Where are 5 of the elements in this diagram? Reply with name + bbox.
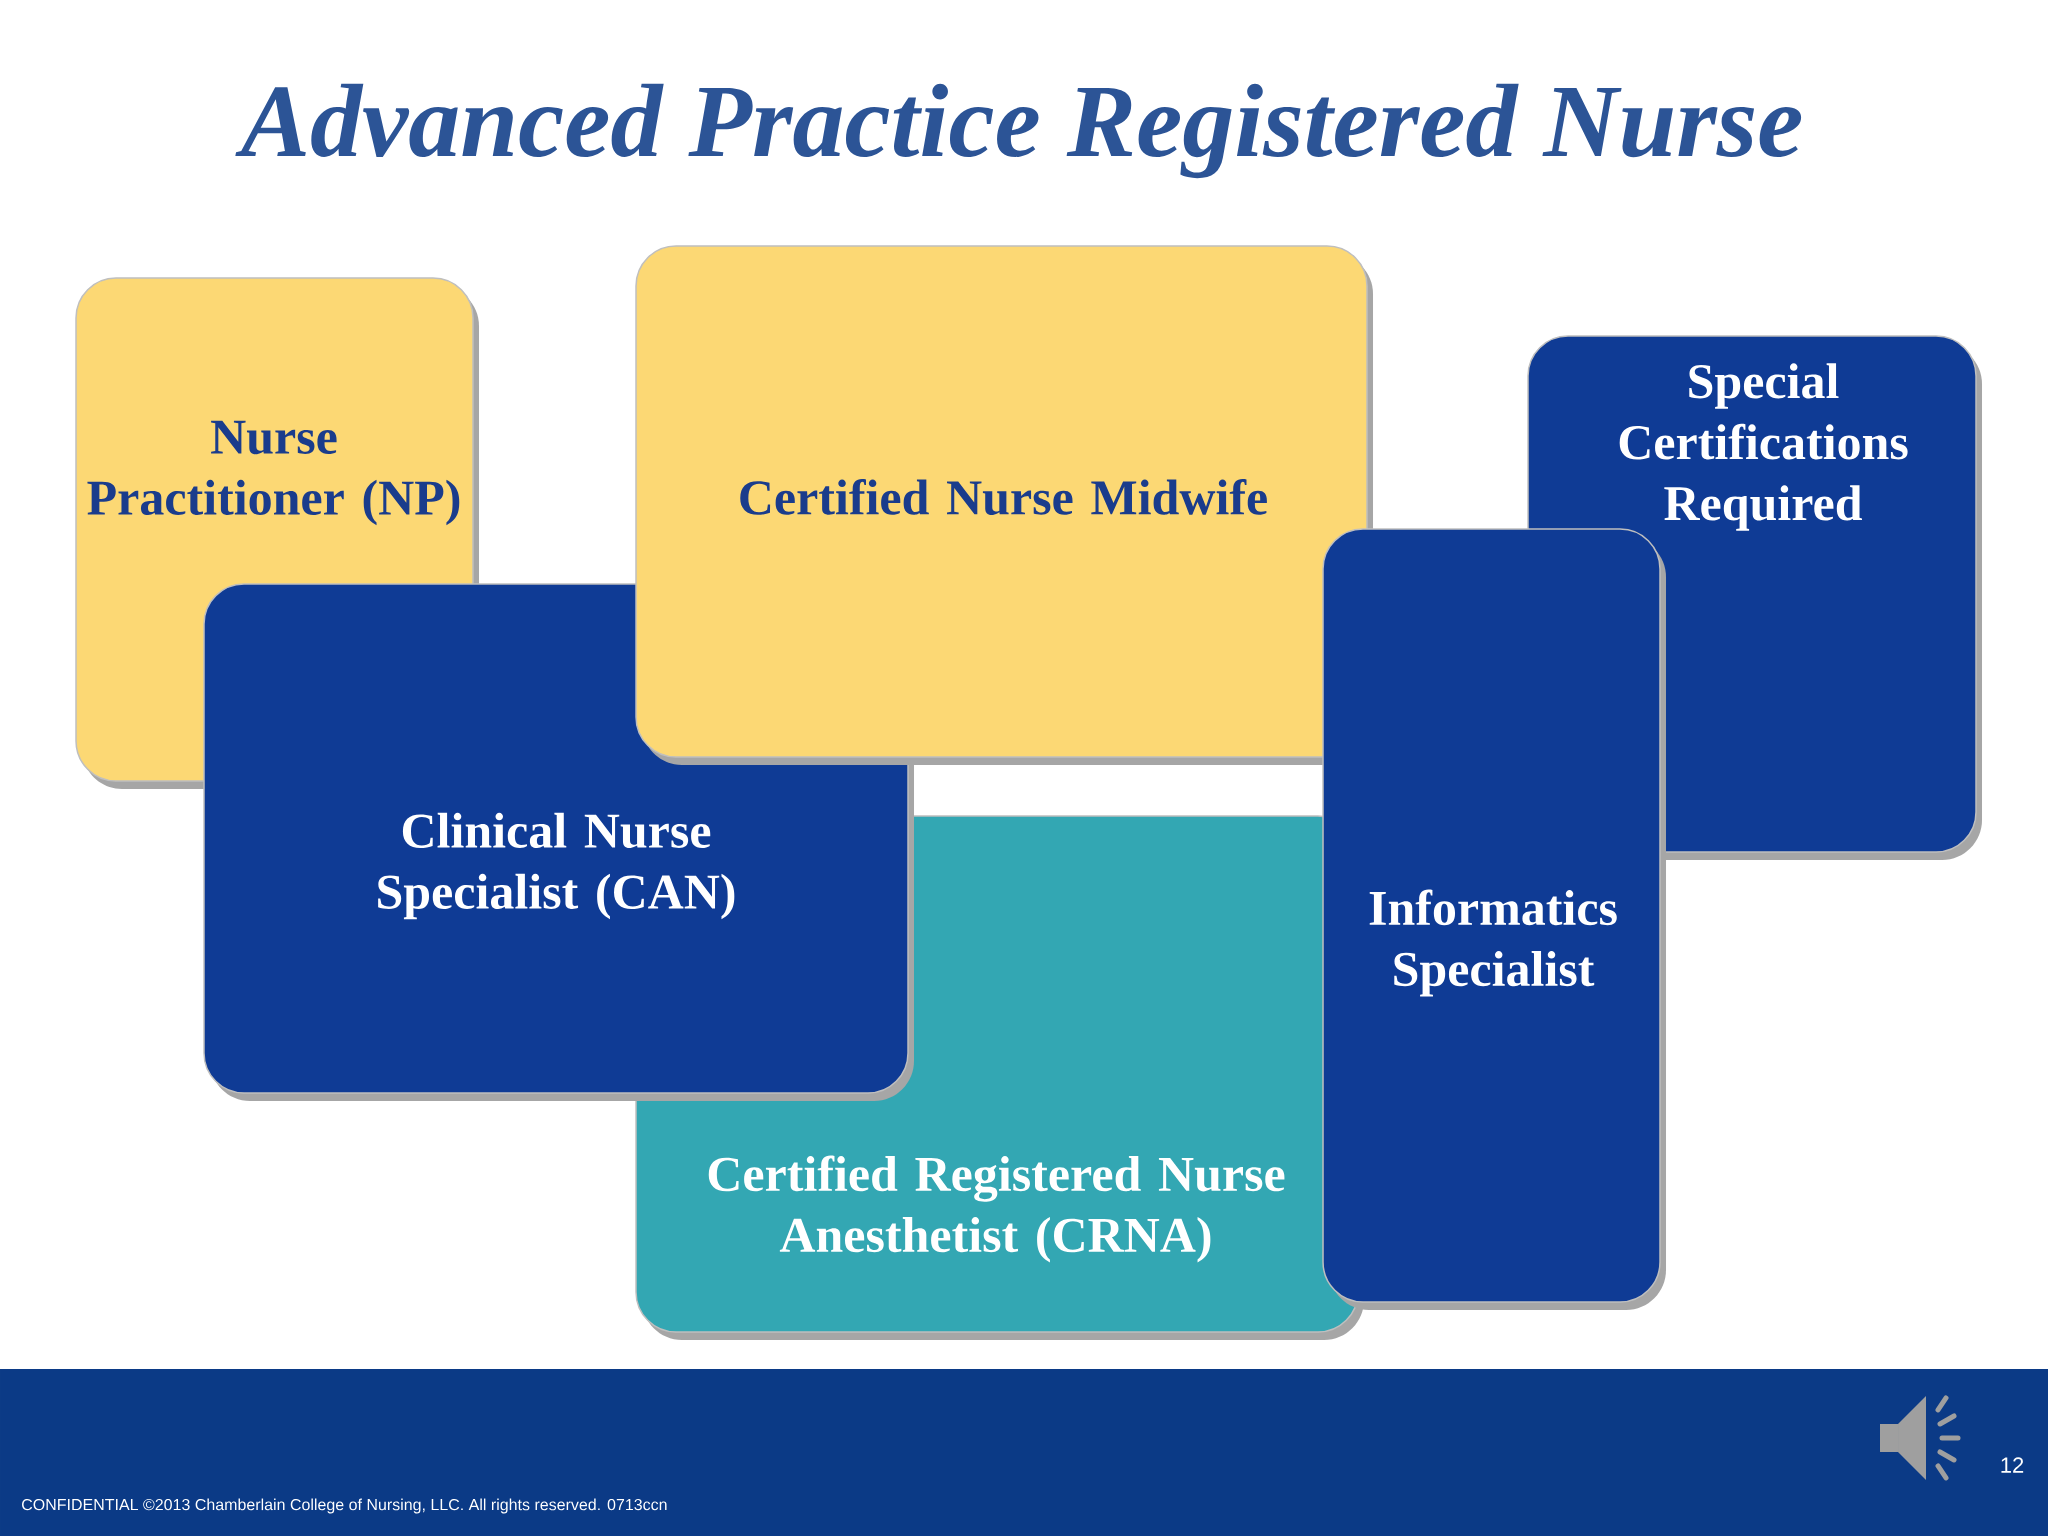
title: Advanced Practice Registered Nurse — [235, 83, 1802, 179]
rounded-box: Certified Nurse Midwife — [635, 245, 1373, 765]
copyright-notice: CONFIDENTIAL ©2013 Chamberlain College of Nursing, LLC. All rights reserved. 0713ccn — [22, 1498, 667, 1514]
page-number: 12 — [2001, 1457, 2024, 1473]
rounded-box: Informatics Specialist — [1322, 528, 1666, 1310]
